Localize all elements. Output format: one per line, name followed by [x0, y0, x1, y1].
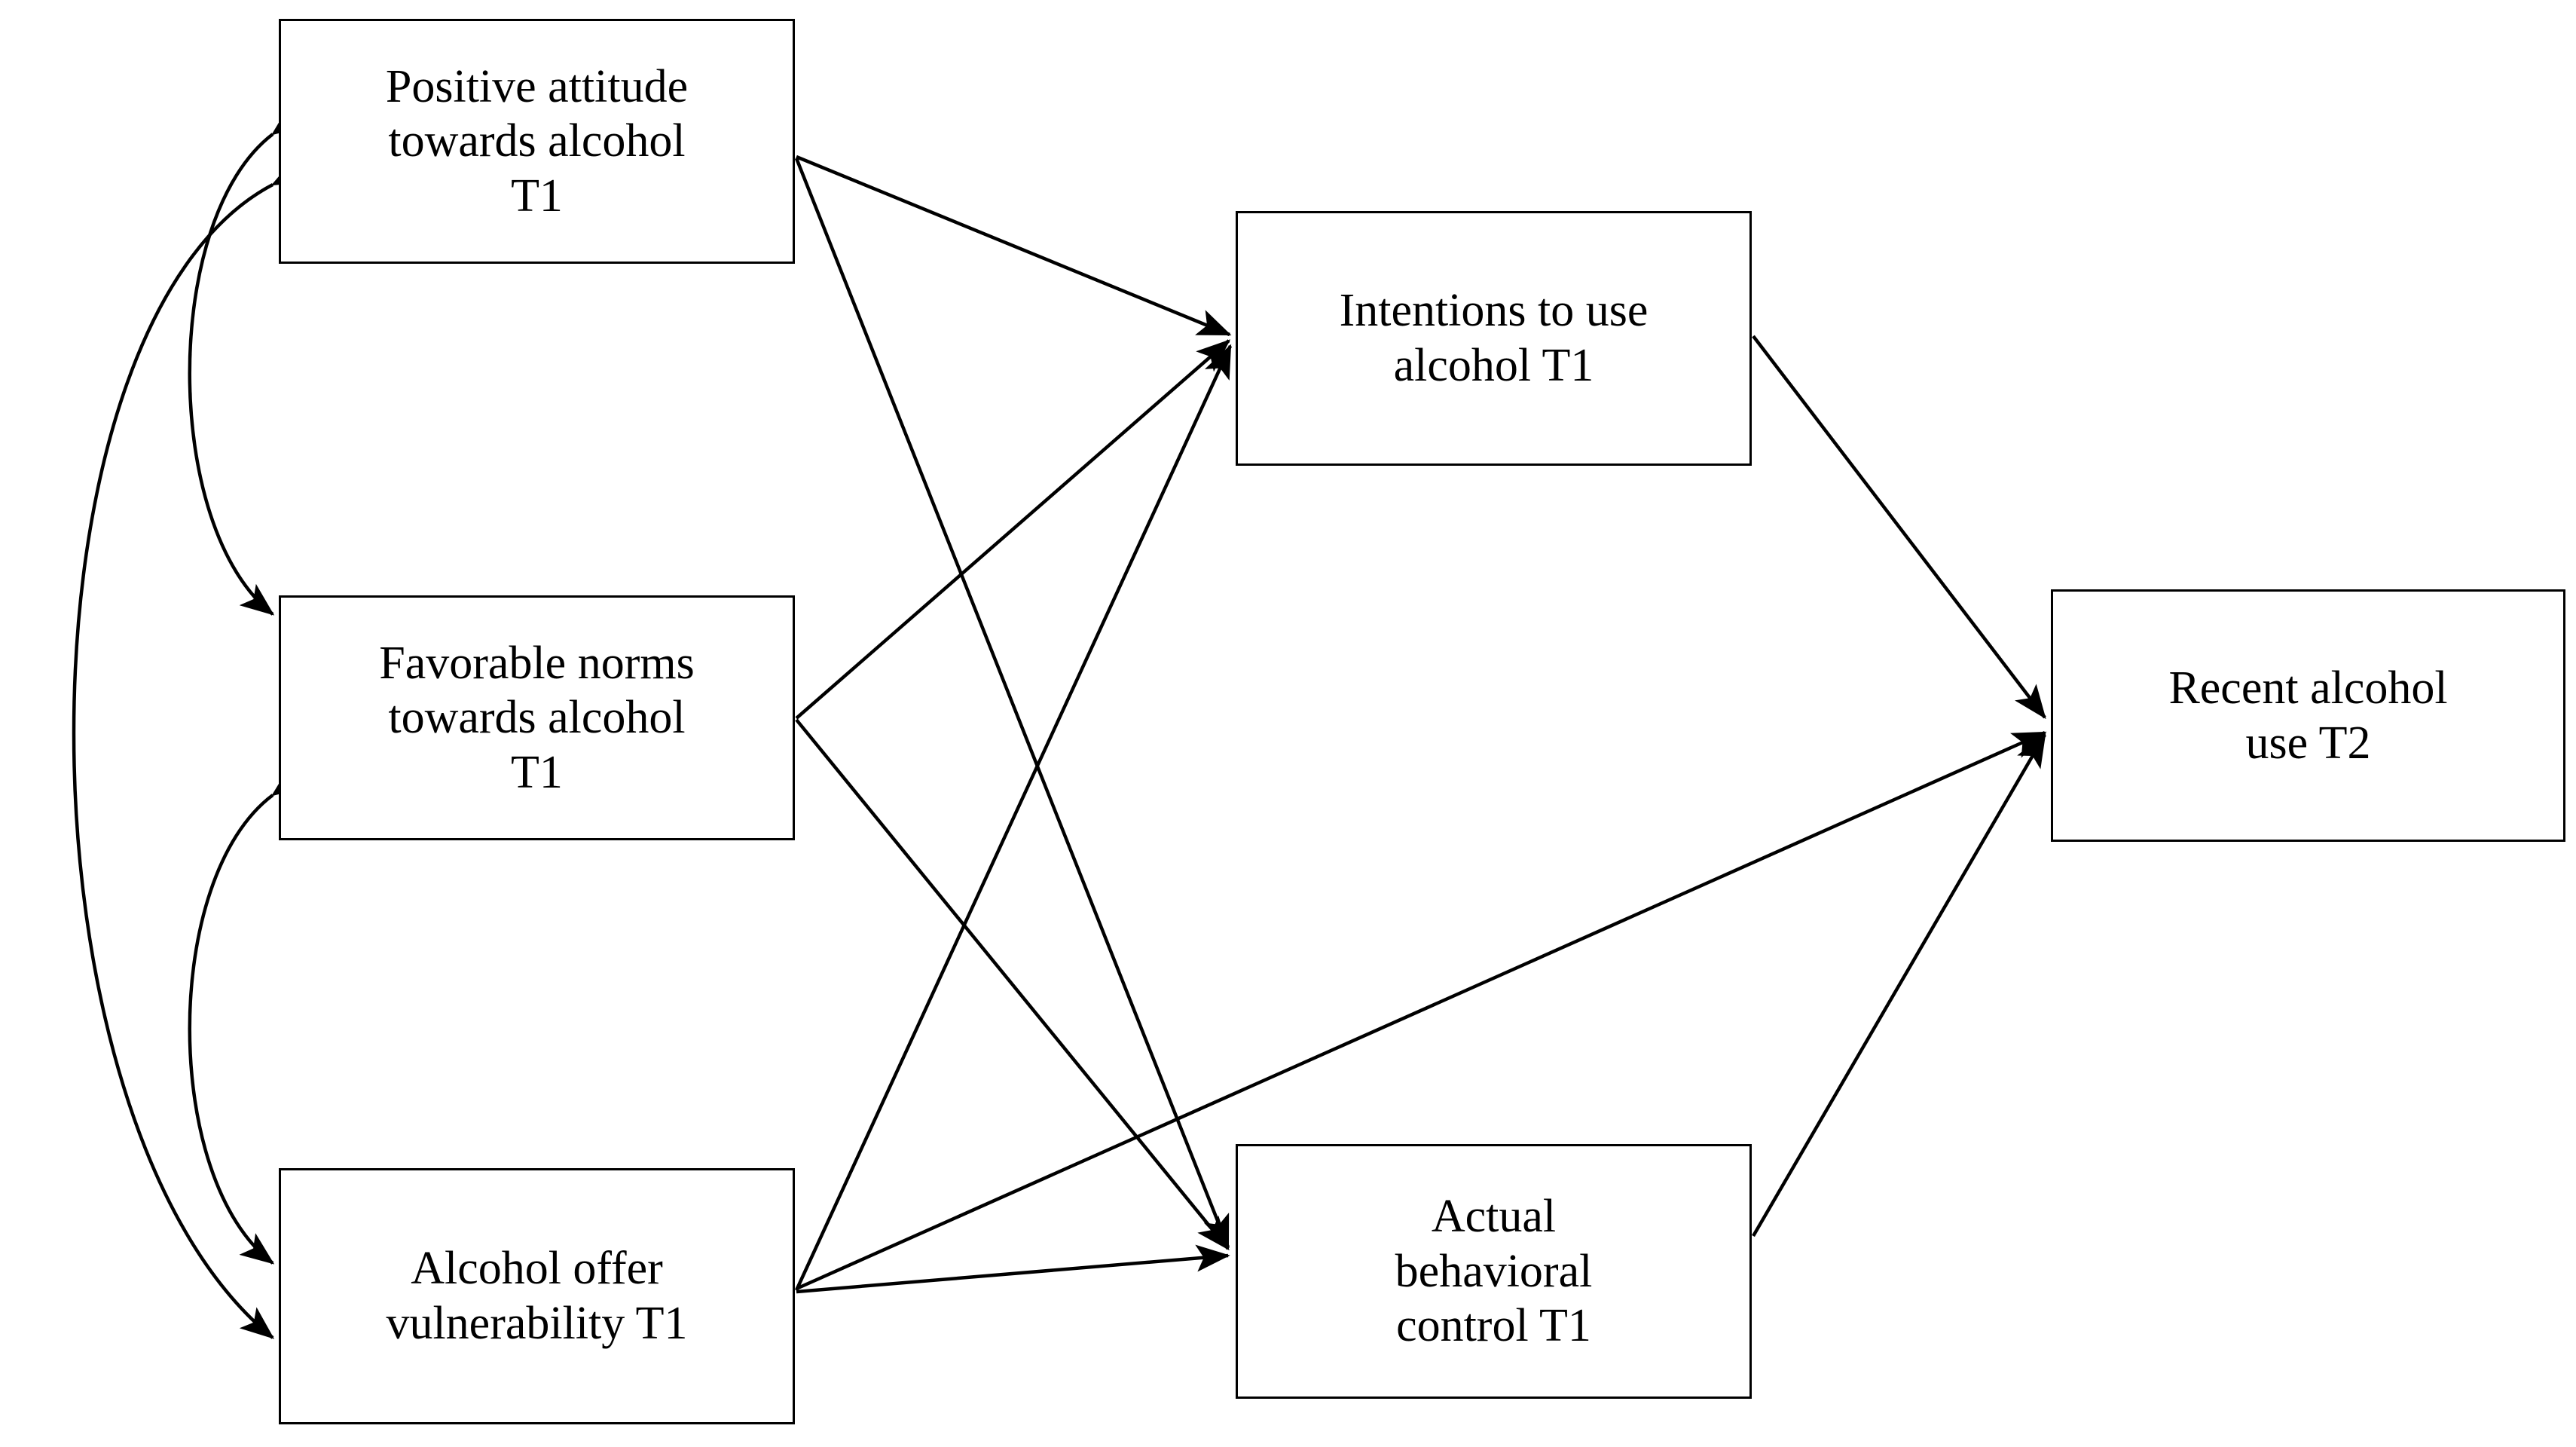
node-alcohol-offer-vulnerability-label: Alcohol offer vulnerability T1: [386, 1243, 688, 1349]
node-actual-behavioral-control-label: Actual behavioral control T1: [1395, 1191, 1593, 1352]
node-favorable-norms-label: Favorable norms towards alcohol T1: [379, 637, 695, 798]
node-recent-alcohol-use-label: Recent alcohol use T2: [2168, 662, 2448, 769]
edge-favorable-norms-to-intentions: [795, 339, 1231, 720]
node-alcohol-offer-vulnerability[interactable]: Alcohol offer vulnerability T1: [279, 1168, 795, 1424]
edge-alcohol-offer-to-recent-use: [796, 730, 2047, 1291]
node-actual-behavioral-control[interactable]: Actual behavioral control T1: [1236, 1144, 1752, 1399]
edge-actual-control-to-recent-use: [1752, 733, 2046, 1237]
node-positive-attitude-label: Positive attitude towards alcohol T1: [385, 60, 689, 222]
edge-alcohol-offer-to-actual-control: [796, 1244, 1230, 1294]
edge-positive-attitude-to-intentions: [796, 154, 1232, 337]
edge-alcohol-offer-to-intentions: [794, 344, 1233, 1291]
node-intentions-to-use[interactable]: Intentions to use alcohol T1: [1236, 211, 1752, 466]
correlation-positive-attitude-alcohol-offer: [72, 158, 307, 1339]
edge-favorable-norms-to-actual-control: [795, 718, 1230, 1251]
node-intentions-to-use-label: Intentions to use alcohol T1: [1339, 285, 1649, 391]
node-positive-attitude[interactable]: Positive attitude towards alcohol T1: [279, 19, 795, 264]
edge-positive-attitude-to-actual-control: [794, 158, 1230, 1250]
node-recent-alcohol-use[interactable]: Recent alcohol use T2: [2051, 589, 2565, 842]
edge-intentions-to-recent-use: [1752, 335, 2046, 720]
correlation-favorable-norms-alcohol-offer: [188, 765, 307, 1265]
correlation-positive-attitude-favorable-norms: [188, 104, 307, 616]
node-favorable-norms[interactable]: Favorable norms towards alcohol T1: [279, 595, 795, 840]
